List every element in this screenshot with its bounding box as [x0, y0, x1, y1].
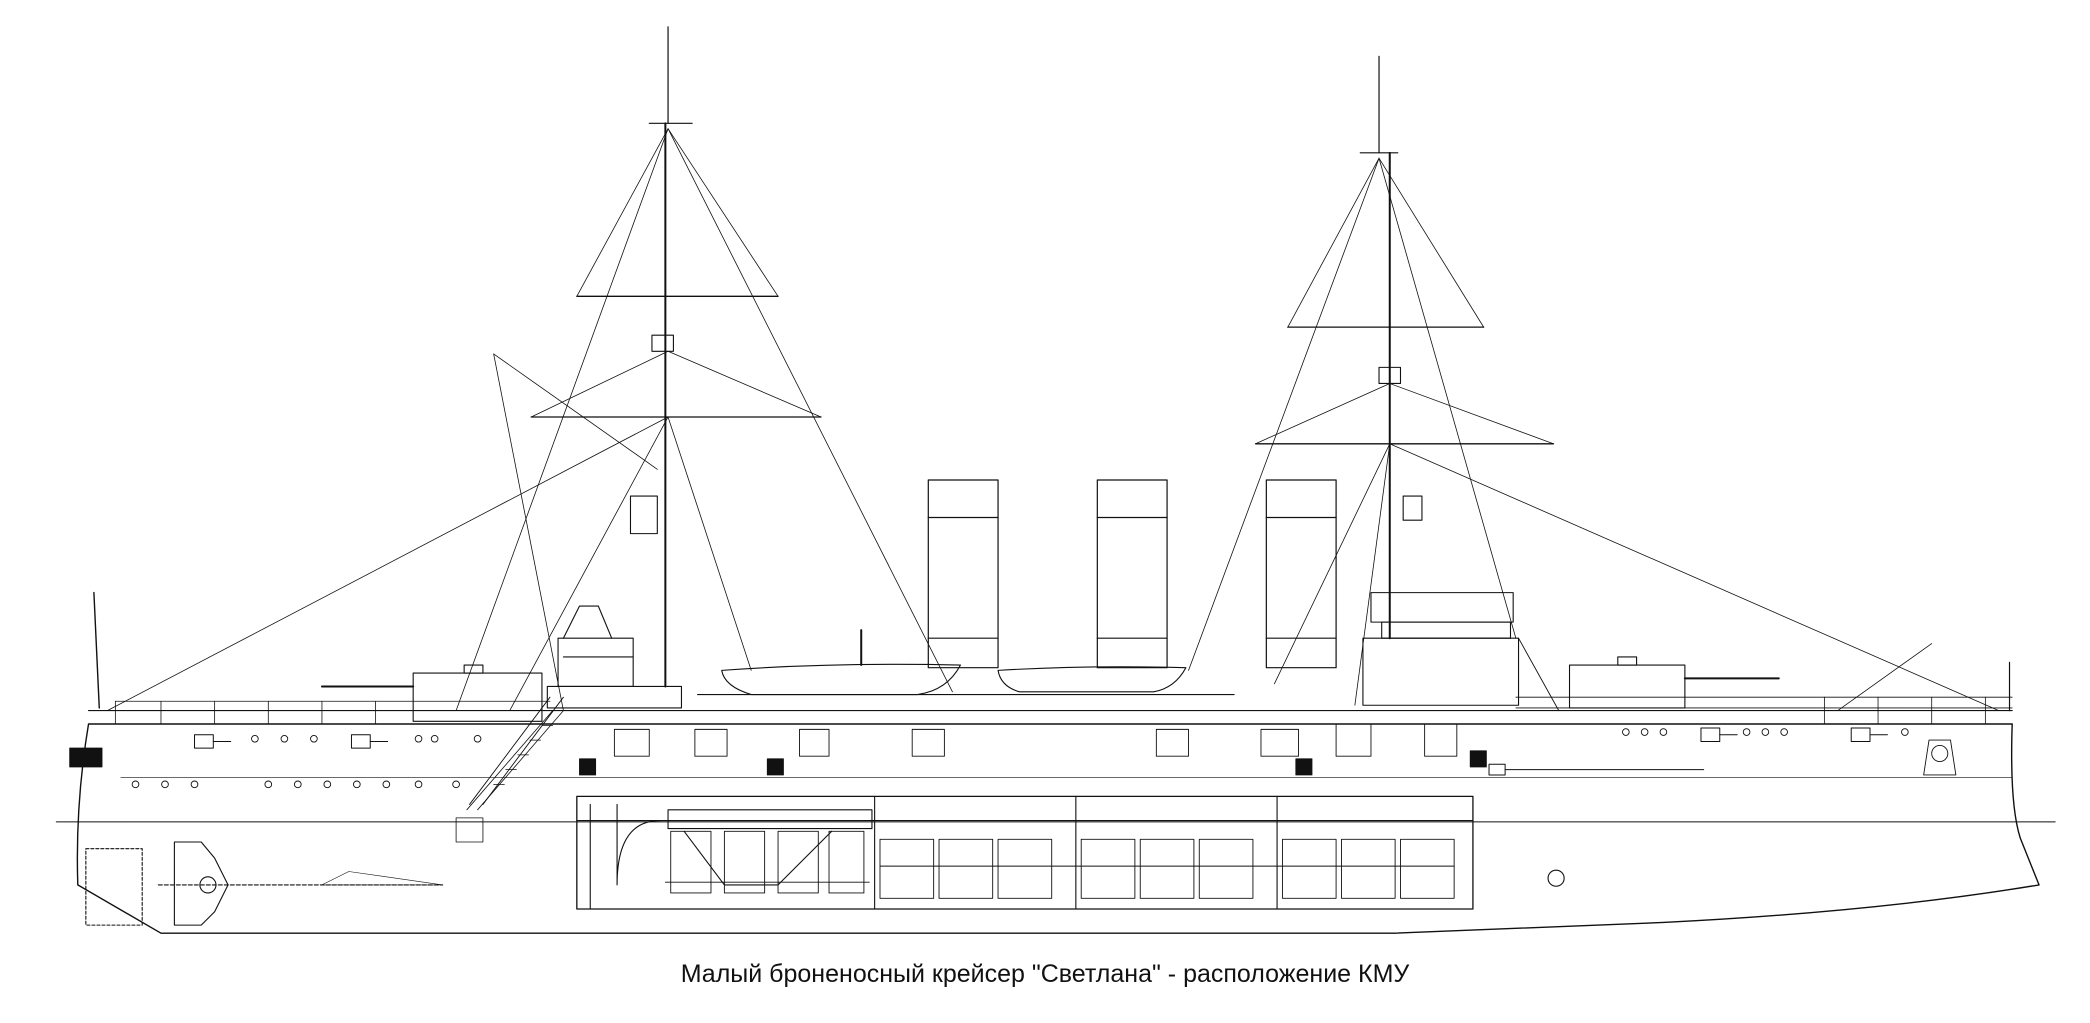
fore-turret [322, 665, 542, 721]
boilers [880, 839, 1454, 898]
engines [665, 831, 869, 893]
machinery-space [577, 796, 1473, 909]
aft-mast [1256, 56, 1554, 638]
deck-railing [94, 593, 2012, 724]
aft-bridge [1363, 593, 1559, 711]
boats [698, 630, 1235, 694]
accommodation-ladder [467, 711, 564, 810]
fore-mast [531, 27, 821, 687]
rigging [107, 129, 1998, 711]
drawing-caption: Малый броненосный крейсер "Светлана" - р… [680, 960, 1410, 988]
aft-turret [1570, 657, 1779, 708]
portholes [132, 729, 1908, 788]
fore-bridge [456, 606, 681, 842]
deck-fittings [580, 724, 1956, 775]
casemate-guns [70, 728, 1888, 775]
funnels [928, 480, 1336, 668]
